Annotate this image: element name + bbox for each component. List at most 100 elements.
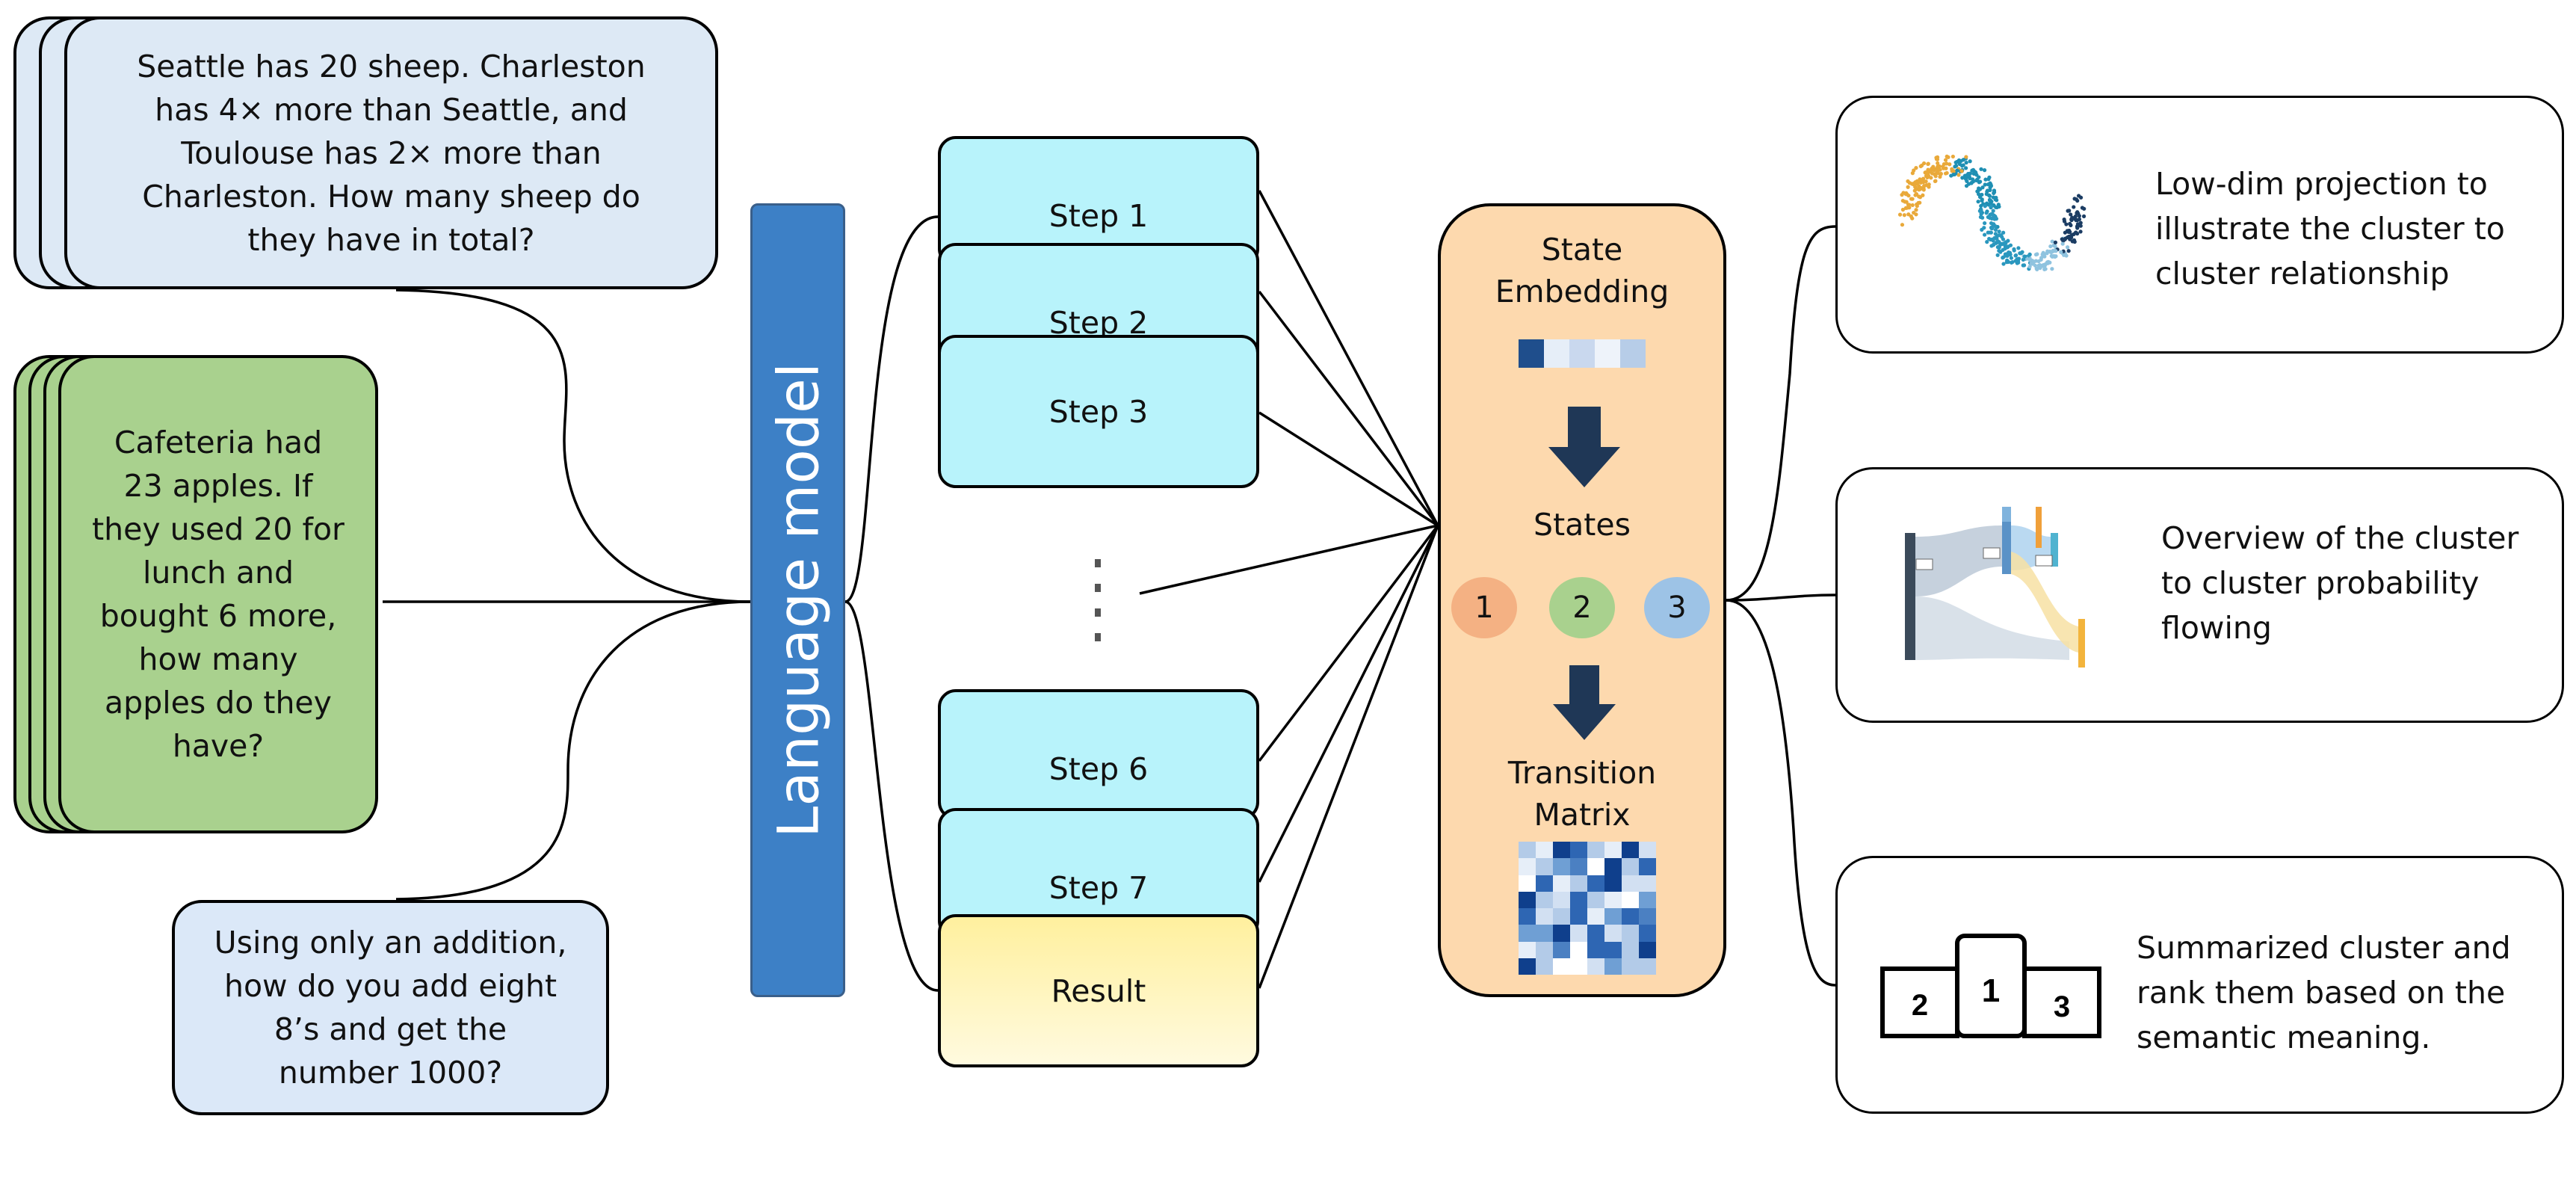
scatter-point bbox=[1978, 179, 1983, 184]
scatter-point bbox=[1997, 229, 2001, 234]
scatter-point bbox=[1986, 230, 1990, 235]
scatter-point bbox=[2005, 253, 2010, 258]
scatter-point bbox=[2021, 263, 2025, 268]
heatmap-cell bbox=[1519, 875, 1536, 892]
heatmap-cell bbox=[1604, 875, 1622, 892]
state-embedding-vector bbox=[1519, 339, 1646, 368]
result-box: Result bbox=[938, 914, 1259, 1067]
scatter-point bbox=[2067, 209, 2072, 213]
scatter-point bbox=[1993, 227, 1998, 232]
scatter-point bbox=[2072, 197, 2077, 201]
result-label: Result bbox=[1051, 972, 1146, 1009]
scatter-point bbox=[1951, 169, 1956, 173]
connector-lm-step1 bbox=[844, 215, 939, 603]
scatter-point bbox=[1957, 161, 1962, 167]
connector-q3-lm bbox=[395, 600, 751, 901]
podium-first-label: 1 bbox=[1982, 972, 2000, 1009]
step-7-label: Step 7 bbox=[1048, 870, 1149, 906]
scatter-point bbox=[1966, 171, 1971, 176]
connector-step1-state bbox=[1258, 190, 1439, 526]
scatter-point bbox=[1997, 233, 2001, 238]
scatter-point bbox=[2069, 235, 2074, 240]
scatter-point bbox=[2006, 238, 2010, 243]
heatmap-cell bbox=[1622, 891, 1639, 908]
heatmap-cell bbox=[1639, 891, 1656, 908]
scatter-point bbox=[2060, 237, 2064, 241]
heatmap-cell bbox=[1604, 958, 1622, 975]
heatmap-cell bbox=[1639, 925, 1656, 942]
scatter-point bbox=[2035, 252, 2039, 256]
scatter-point bbox=[1983, 177, 1988, 182]
step-3-label: Step 3 bbox=[1048, 393, 1149, 430]
heatmap-cell bbox=[1622, 842, 1639, 859]
state-circle-3: 3 bbox=[1644, 577, 1710, 638]
scatter-point bbox=[1978, 215, 1983, 219]
scatter-point bbox=[1944, 166, 1948, 170]
scatter-point bbox=[2035, 267, 2039, 272]
scatter-point bbox=[1979, 203, 1983, 209]
scatter-point bbox=[2081, 214, 2087, 218]
connector-step6-state bbox=[1258, 524, 1439, 762]
heatmap-cell bbox=[1570, 842, 1587, 859]
states-title: States bbox=[1533, 507, 1631, 543]
scatter-point bbox=[1961, 163, 1965, 167]
scatter-point bbox=[2033, 259, 2039, 263]
scatter-point bbox=[2072, 239, 2077, 244]
scatter-point bbox=[2007, 251, 2013, 256]
heatmap-cell bbox=[1587, 908, 1604, 925]
scatter-point bbox=[1918, 185, 1924, 190]
heatmap-cell bbox=[1570, 875, 1587, 892]
podium-third-label: 3 bbox=[2054, 990, 2070, 1023]
scatter-point bbox=[2009, 256, 2013, 260]
scatter-point bbox=[1977, 187, 1983, 191]
heatmap-cell bbox=[1519, 842, 1536, 859]
scatter-point bbox=[2051, 253, 2056, 259]
heatmap-cell bbox=[1536, 858, 1553, 875]
scatter-point bbox=[1984, 211, 1989, 215]
scatter-point bbox=[1917, 194, 1921, 199]
scatter-point bbox=[2065, 245, 2070, 250]
heatmap-cell bbox=[1587, 875, 1604, 892]
scatter-point bbox=[1988, 188, 1992, 193]
scatter-point bbox=[2062, 217, 2066, 222]
scatter-point bbox=[1953, 164, 1957, 169]
scatter-point bbox=[1983, 221, 1987, 226]
heatmap-cell bbox=[1622, 958, 1639, 975]
scatter-point bbox=[1914, 208, 1918, 212]
scatter-point bbox=[1955, 159, 1959, 164]
state-embedding-title: State Embedding bbox=[1495, 232, 1670, 309]
heatmap-cell bbox=[1639, 941, 1656, 958]
scatter-point bbox=[1964, 155, 1968, 159]
scatter-point bbox=[2059, 250, 2063, 254]
scatter-point bbox=[2075, 225, 2080, 229]
question-card-2: Cafeteria had 23 apples. If they used 20… bbox=[58, 355, 378, 833]
heatmap-cell bbox=[1553, 858, 1570, 875]
scatter-point bbox=[2064, 222, 2069, 226]
scatter-point bbox=[1912, 168, 1916, 173]
scatter-point bbox=[2033, 263, 2038, 268]
state-circle-2-label: 2 bbox=[1572, 591, 1592, 625]
scatter-point bbox=[1986, 182, 1991, 187]
scatter-point bbox=[2063, 237, 2067, 241]
scatter-point bbox=[2016, 246, 2021, 250]
scatter-point bbox=[1914, 166, 1918, 170]
question-3-text: Using only an addition, how do you add e… bbox=[214, 925, 567, 1091]
ellipsis-dots bbox=[1095, 559, 1101, 641]
connector-state-flow bbox=[1726, 594, 1836, 602]
scatter-point bbox=[2060, 241, 2065, 246]
scatter-point bbox=[2053, 240, 2058, 244]
scatter-point bbox=[1970, 177, 1975, 182]
heatmap-cell bbox=[1622, 925, 1639, 942]
scatter-point bbox=[1992, 190, 1997, 194]
heatmap-cell bbox=[1622, 875, 1639, 892]
scatter-point bbox=[1974, 170, 1978, 175]
scatter-point bbox=[1994, 205, 1998, 209]
scatter-point bbox=[1974, 178, 1979, 183]
scatter-point bbox=[1936, 165, 1942, 170]
scatter-point bbox=[2054, 249, 2058, 253]
ranking-description: Summarized cluster and rank them based o… bbox=[2137, 930, 2511, 1055]
scatter-point bbox=[2076, 212, 2081, 216]
heatmap-cell bbox=[1570, 941, 1587, 958]
scatter-point bbox=[1945, 170, 1949, 176]
language-model-label: Language model bbox=[765, 363, 831, 838]
